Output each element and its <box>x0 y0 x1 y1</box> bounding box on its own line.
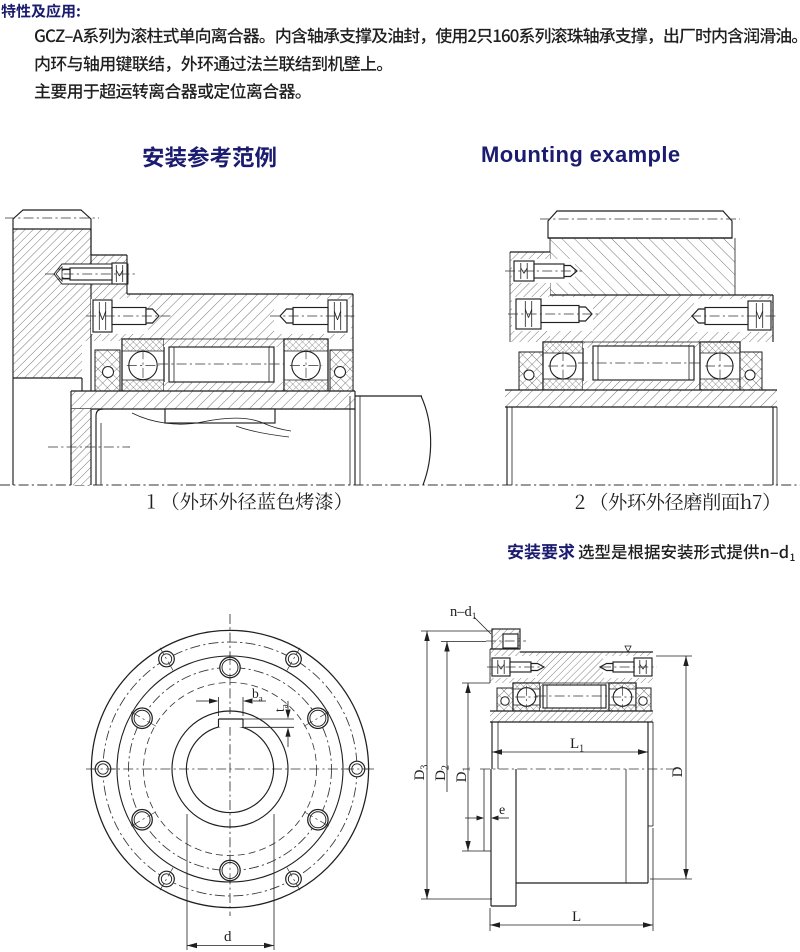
svg-text:d: d <box>224 929 232 945</box>
svg-text:ta: ta <box>272 704 290 712</box>
svg-text:L: L <box>572 909 581 925</box>
svg-text:e: e <box>499 803 505 818</box>
svg-text:D: D <box>670 766 686 777</box>
svg-text:n–d1: n–d1 <box>450 604 477 622</box>
svg-text:ba: ba <box>252 686 263 704</box>
